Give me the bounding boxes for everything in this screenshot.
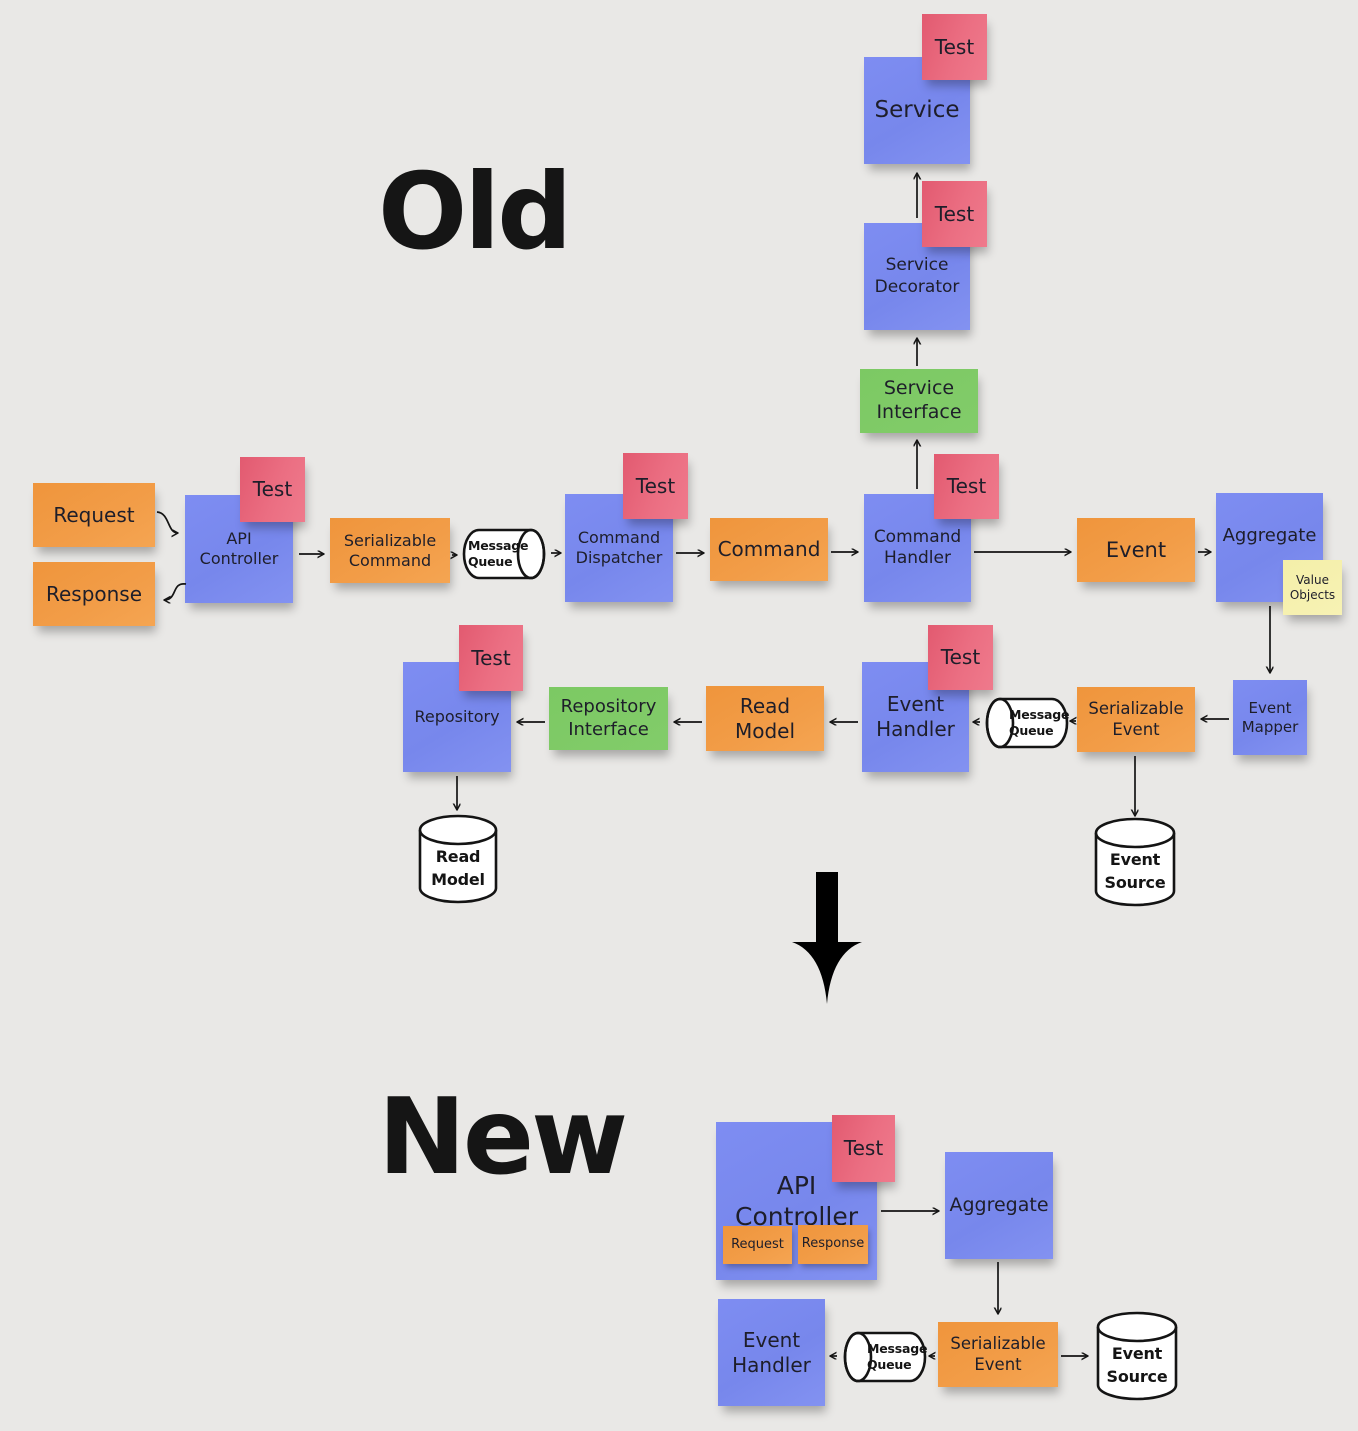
new-section-title: New [378, 1076, 628, 1198]
old-section-title: Old [378, 151, 572, 273]
command-dispatcher-test-note: Test [623, 453, 688, 519]
new-message-queue-cylinder: Message Queue [840, 1330, 928, 1384]
event-note: Event [1077, 518, 1195, 582]
serializable-command-note: Serializable Command [330, 518, 450, 583]
old-to-new-arrow [792, 872, 862, 1004]
service-interface-note: Service Interface [860, 369, 978, 433]
event-source-database: Event Source [1093, 816, 1177, 910]
message-queue-cylinder: Message Queue [461, 527, 549, 581]
service-decorator-test-note: Test [922, 181, 987, 247]
event-handler-note: Event Handler [862, 662, 969, 772]
message-queue-label: Message Queue [867, 1340, 928, 1372]
repository-interface-note: Repository Interface [549, 687, 668, 750]
response-note: Response [33, 562, 155, 626]
event-handler-test-note: Test [928, 625, 993, 690]
message-queue-label: Message Queue [468, 537, 529, 569]
new-event-handler-note: Event Handler [718, 1299, 825, 1406]
api-controller-test-note: Test [240, 457, 305, 522]
value-objects-note: Value Objects [1283, 560, 1342, 615]
command-dispatcher-note: Command Dispatcher [565, 494, 673, 602]
event-source-database-label: Event Source [1106, 1344, 1168, 1387]
command-handler-test-note: Test [934, 454, 999, 519]
event-mapper-note: Event Mapper [1233, 680, 1307, 755]
new-request-note: Request [723, 1226, 792, 1264]
repository-note: Repository [403, 662, 511, 772]
read-model-note: Read Model [706, 686, 824, 751]
new-event-source-database: Event Source [1095, 1310, 1179, 1404]
read-model-database: Read Model [417, 813, 499, 907]
read-model-database-label: Read Model [431, 847, 485, 890]
repository-test-note: Test [459, 625, 523, 691]
request-note: Request [33, 483, 155, 547]
new-serializable-event-note: Serializable Event [938, 1322, 1058, 1387]
new-api-controller-test-note: Test [832, 1115, 895, 1182]
event-source-database-label: Event Source [1104, 850, 1166, 893]
serializable-event-note: Serializable Event [1077, 687, 1195, 752]
message-queue-cylinder-2: Message Queue [982, 696, 1070, 750]
new-response-note: Response [798, 1225, 868, 1264]
service-test-note: Test [922, 14, 987, 80]
command-note: Command [710, 518, 828, 581]
new-aggregate-note: Aggregate [945, 1152, 1053, 1259]
message-queue-label: Message Queue [1009, 706, 1070, 738]
